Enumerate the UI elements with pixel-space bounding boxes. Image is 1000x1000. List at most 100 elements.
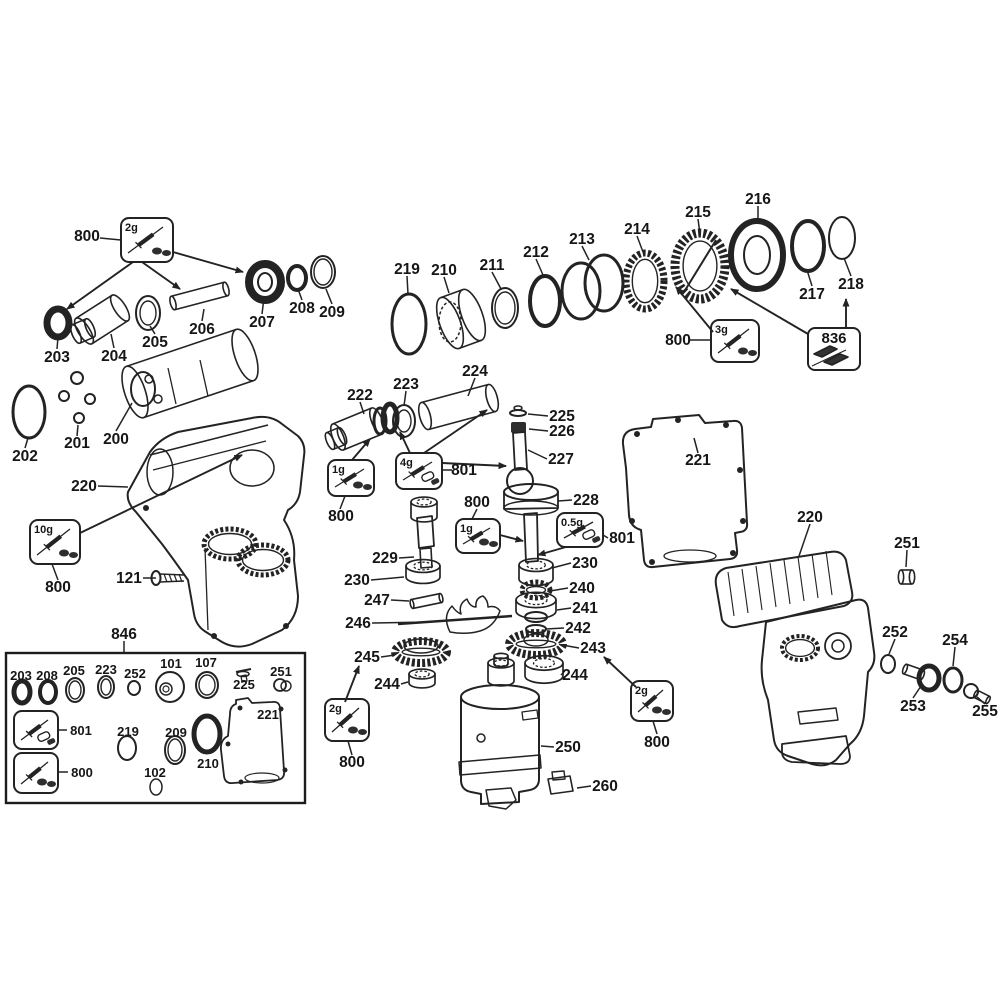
callout-line [297,288,303,301]
part-ring [494,291,516,325]
callout-line [912,685,922,699]
part-ring [390,292,428,356]
part-outline [416,515,435,549]
part-ring [149,778,163,796]
part-number-label: 245 [354,649,380,666]
part-bolt-hole [629,518,635,524]
part-ring [195,671,219,699]
part-circle [58,390,70,402]
part-number-label: 121 [116,570,142,587]
part-outline [714,550,854,629]
grease-box [29,519,81,565]
part-ring [257,272,273,292]
callout-arrow [730,288,809,335]
part-number-label: 221 [257,707,279,722]
part-bolt-hole [283,623,289,629]
callout-line [905,549,908,568]
callout-line [557,499,573,502]
callout-line [843,257,852,277]
part-gear [235,542,291,578]
callout-line [403,390,407,407]
part-gear [682,240,718,292]
callout-arrow [537,546,567,557]
part-ring [244,772,280,784]
part-ring [743,235,771,275]
part-number-label: 253 [900,698,926,715]
part-number-label: 220 [797,509,823,526]
part-number-label: 800 [74,228,100,245]
part-outline [460,697,540,805]
syringe-icon [410,465,425,477]
grease-blob-icon [748,350,757,356]
part-cylinder [410,516,438,523]
part-number-label: 204 [101,348,127,365]
callout-line [528,428,549,432]
part-number-label: 229 [372,550,398,567]
part-number-label: 246 [345,615,371,632]
syringe-icon [726,334,742,348]
part-number-label: 230 [572,555,598,572]
grease-amount-label: 4g [400,457,413,469]
syringe-icon [137,232,155,247]
part-number-label: 213 [569,231,595,248]
part-ring [97,675,115,699]
part-tube [977,689,991,698]
part-tube-end [457,288,487,342]
syringe-icon [342,472,357,484]
part-number-label: 244 [562,667,588,684]
part-number-label: 800 [339,754,365,771]
callout-line [561,644,580,649]
grease-box [556,512,604,548]
part-number-label: 102 [144,765,166,780]
part-cylinder [416,498,432,506]
part-line [811,553,819,599]
callout-line [398,556,415,559]
part-number-label: 205 [142,334,168,351]
part-line [769,562,777,608]
part-number-label: 217 [799,286,825,303]
part-gear [784,638,816,658]
syringe-icon [27,766,42,780]
oil-capsule-icon [421,471,435,482]
part-number-label: 212 [523,244,549,261]
part-tube-end [897,569,905,585]
part-outline [797,707,839,725]
grease-amount-label: 2g [329,703,342,715]
part-outline [445,595,501,635]
part-ring [942,666,964,694]
callout-arrow [79,454,243,534]
part-circle [831,639,845,653]
part-outline [512,431,528,471]
syringe-icon [336,721,344,729]
part-bolt-hole [225,741,231,747]
part-tube-end [69,323,83,345]
part-line [204,547,209,631]
part-ring [438,301,462,343]
part-ring [491,287,519,329]
part-number-label: 219 [117,724,139,739]
part-number-label: 205 [63,663,85,678]
callout-line [806,269,813,287]
part-tube-end [484,383,500,413]
part-gear [519,579,553,601]
part-ring [460,684,540,710]
part-line [199,359,209,397]
syringe-icon [571,524,586,536]
part-number-label: 800 [464,494,490,511]
part-number-label: 201 [64,435,90,452]
part-bolt-hole [649,559,655,565]
part-tube-end [169,295,177,311]
part-tube [410,592,441,601]
part-line [152,440,267,471]
part-number-label: 221 [685,452,711,469]
part-block [511,422,526,433]
part-line [811,349,847,367]
part-cylinder [524,594,548,606]
part-ring [164,735,186,765]
part-number-label: 210 [197,756,219,771]
part-ring [313,258,333,286]
part-outline [760,598,876,767]
part-cylinder [515,610,557,620]
part-ring [509,409,527,417]
grease-box [710,319,760,363]
